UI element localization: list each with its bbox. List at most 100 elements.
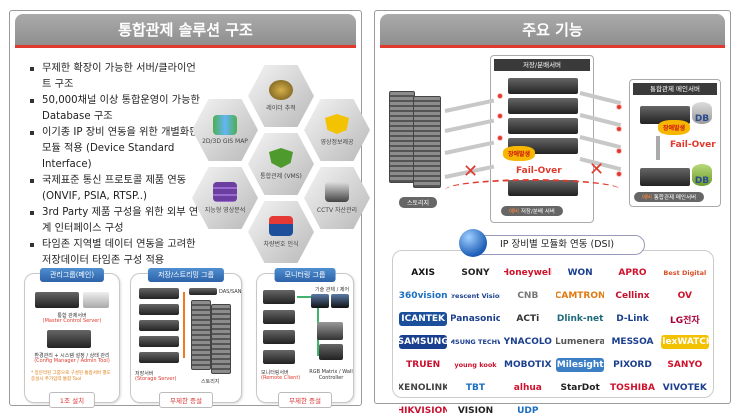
monitor-icon xyxy=(331,294,349,308)
broken-link-icon: ✕ xyxy=(589,159,605,180)
controller-icon xyxy=(317,322,343,340)
vendor-logo-mobotix: MOBOTIX xyxy=(504,360,552,370)
vendor-logo-young-kook: young kook xyxy=(454,361,497,369)
storage-rack-icon xyxy=(413,96,441,188)
server-icon xyxy=(139,304,179,315)
shield-icon xyxy=(269,148,293,168)
bullet-item: 무제한 확장이 가능한 서버/클라이언트 구조 xyxy=(30,61,200,93)
failover-label: Fail-Over xyxy=(516,166,562,176)
vendor-logo-truen: TRUEN xyxy=(406,360,441,370)
bullet-item: 50,000채널 이상 통합운영이 가능한 Database 구조 xyxy=(30,93,200,125)
hex-cctv-asset: CCTV 자산관리 xyxy=(304,167,370,229)
vendor-logo-pixord: PIXORD xyxy=(613,360,652,370)
vendor-logo-dynacolor: DYNACOLOR xyxy=(503,337,552,347)
main-features-panel: 주요 기능 스토리지 저장/분배서버 장애발생 Fail-Over 예비 저장/… xyxy=(374,10,731,416)
link-dot xyxy=(497,135,503,141)
vendor-logo-vivotek: VIVOTEK xyxy=(662,383,707,393)
panel-title: 통합관제 솔루션 구조 xyxy=(15,14,356,48)
car-icon xyxy=(269,216,293,236)
hex-label: 2D/3D GIS MAP xyxy=(202,138,248,145)
hexagon-puzzle-diagram: 레이더 추적 2D/3D GIS MAP 영상정보제공 통합관제 (VMS) 지… xyxy=(190,63,375,263)
radar-icon xyxy=(269,80,293,100)
vendor-logo-samsung: SAMSUNG xyxy=(399,335,448,349)
vendor-logo-won: WON xyxy=(567,268,593,278)
switch-icon xyxy=(189,288,217,295)
group-footer: 무제한 증설 xyxy=(278,392,332,408)
group-footer: 무제한 증설 xyxy=(159,392,213,408)
vendor-logo-honeywell: Honeywell xyxy=(503,268,552,278)
vendor-logo-360vision: 360vision xyxy=(399,291,448,301)
spare-main-server-icon xyxy=(640,168,690,186)
vendor-logo-flexwatch: FlexWATCH xyxy=(660,335,709,349)
hex-label: 차량번호 인식 xyxy=(263,241,299,248)
link-dot xyxy=(616,148,622,154)
vendor-logo-sanyo: SANYO xyxy=(667,360,703,370)
spare-highlight: 예비 xyxy=(642,195,653,201)
server-icon xyxy=(139,320,179,331)
client-icon xyxy=(263,290,295,304)
storage-streaming-group: 저장/스트리밍 그룹 DAS/SAN 저장서버 (Storage Server)… xyxy=(130,268,242,408)
film-icon xyxy=(213,182,237,202)
client-icon xyxy=(263,330,295,344)
spare-server-label: 예비 저장/분배 서버 xyxy=(501,206,563,216)
panel-title: 주요 기능 xyxy=(380,14,725,48)
matrix-icon xyxy=(319,344,343,360)
item-label: 모니터링서버 xyxy=(261,370,289,376)
vendor-logo-best-digital: Best Digital xyxy=(663,269,707,277)
vendor-logo-milesight: Milesight xyxy=(555,358,605,372)
main-server-box: 통합관제 메인서버 DB 장애발생 Fail-Over DB 예비 통합관제 메… xyxy=(629,79,721,207)
vendor-logo-cellinx: Cellinx xyxy=(615,291,650,301)
vendor-logo-udp: UDP xyxy=(517,406,539,416)
link-dot xyxy=(616,104,622,110)
bullet-item: 타임존 지역별 데이터 연동을 고려한 저장데이터 타임존 구성 적용 xyxy=(30,237,200,269)
vendor-logo-panasonic: Panasonic xyxy=(451,314,500,324)
disk-icon xyxy=(83,292,109,308)
item-sublabel: (Config Manager / Admin Tool) xyxy=(34,358,110,364)
hex-label: 지능형 영상분석 xyxy=(204,207,246,214)
server-icon xyxy=(139,288,179,299)
hex-gis-map: 2D/3D GIS MAP xyxy=(192,99,258,161)
group-note: * 망분리된 그룹으로 구성된 통합서버 별도 증설시 추가입력 통합 Tool xyxy=(31,371,111,382)
failover-arrow xyxy=(656,136,660,160)
vendor-logo-alhua: alhua xyxy=(513,383,542,393)
hex-label: 통합관제 (VMS) xyxy=(260,173,302,180)
vendor-logo-toshiba: TOSHIBA xyxy=(610,383,655,393)
server-icon xyxy=(139,336,179,347)
vendor-logo-ov: OV xyxy=(677,291,692,301)
vendor-logo-crescent-vision: Crescent Vision xyxy=(451,292,500,300)
vendor-logo-messoa: MESSOA xyxy=(611,337,654,347)
link-dot xyxy=(497,113,503,119)
item-sublabel: (Storage Server) xyxy=(135,376,177,382)
hex-label: 영상정보제공 xyxy=(320,139,354,146)
vendor-logo-axis: AXIS xyxy=(411,268,436,278)
item-label: 통합 관제서버 xyxy=(57,313,87,319)
arrow xyxy=(444,140,495,155)
client-icon xyxy=(263,310,295,324)
spare-text: 통합관제 메인서버 xyxy=(653,195,697,201)
fault-burst: 장애발생 xyxy=(658,120,691,135)
bullet-item: 국제표준 통신 프로토콜 제품 연동 (ONVIF, PSIA, RTSP..) xyxy=(30,173,200,205)
vendor-logo-d-link: D-Link xyxy=(616,314,649,324)
vendor-logo-samsung-techwin: SAMSUNG TECHWIN xyxy=(451,338,499,346)
hex-video-analytics: 지능형 영상분석 xyxy=(192,167,258,229)
client-icon xyxy=(263,350,295,364)
distributed-server-box: 저장/분배서버 장애발생 Fail-Over 예비 저장/분배 서버 xyxy=(490,55,594,223)
group-footer: 1조 설치 xyxy=(48,392,96,408)
feature-bullet-list: 무제한 확장이 가능한 서버/클라이언트 구조 50,000채널 이상 통합운영… xyxy=(30,61,200,269)
solution-structure-panel: 통합관제 솔루션 구조 무제한 확장이 가능한 서버/클라이언트 구조 50,0… xyxy=(9,10,370,408)
storage-rack-icon xyxy=(191,300,211,370)
vendor-logo-sony: SONY xyxy=(461,268,490,278)
vendor-logo-xenolink: XENOLINK xyxy=(399,383,448,393)
vendor-logo-dlink-net: Dlink-net xyxy=(556,314,604,324)
item-label: 스토리지 xyxy=(201,379,220,385)
hex-plate-recognition: 차량번호 인식 xyxy=(248,201,314,263)
vendor-logo-tbt: TBT xyxy=(465,383,486,393)
link-dot xyxy=(497,93,503,99)
db-icon: DB xyxy=(692,102,712,124)
group-title: 저장/스트리밍 그룹 xyxy=(147,268,225,282)
cctv-icon xyxy=(325,182,349,202)
link-dot xyxy=(616,171,622,177)
vendor-logo-vision: VISION xyxy=(457,406,494,416)
vendor-logo-icantek: ICANTEK xyxy=(399,312,448,326)
